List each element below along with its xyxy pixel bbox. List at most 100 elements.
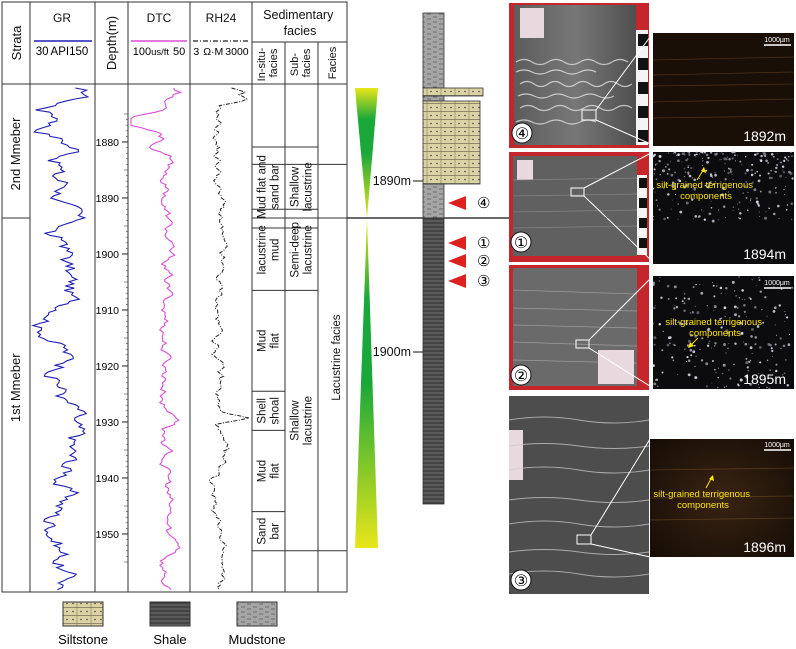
silt-grain [714,342,717,345]
silt-grain [725,313,727,314]
gr-curve [31,87,90,591]
silt-grain [681,300,684,303]
depth-label-1895: 1895m [743,371,786,387]
insitu-facies-label: Mudflat [257,460,282,482]
silt-grain [751,181,754,184]
silt-grain [758,345,762,349]
depth-tick-label: 1880 [96,137,120,149]
insitu-facies-label: Mudflat [257,330,282,352]
silt-grain [664,165,667,168]
silt-grain [756,325,760,328]
silt-grain [653,306,656,310]
silt-grain [755,200,759,204]
silt-grain [712,284,715,287]
silt-grain [745,316,747,318]
header-insitu: In-situ- facies [256,45,280,82]
silt-grain [672,184,675,188]
silt-grain [715,285,718,287]
silt-grain [706,344,710,348]
silt-grain [683,176,686,178]
depth-label-1896: 1896m [743,539,786,555]
silt-grain [695,151,698,154]
silt-grain [726,156,729,159]
silt-grain [728,343,730,345]
silt-grain [653,336,657,340]
silt-grain [705,385,708,388]
silt-grain [674,188,677,191]
depth-label-1894: 1894m [743,246,786,262]
silt-grain [759,215,761,218]
silt-grain [683,152,685,154]
silt-grain [684,293,686,295]
silt-grain [695,153,698,156]
silt-grain [687,339,691,343]
silt-grain [769,369,771,371]
silt-grain [739,160,742,163]
silt-grain [687,359,691,363]
silt-grain [662,186,665,189]
silt-grain [673,344,676,347]
silt-grain [705,362,709,366]
header-insitu-2: facies [268,48,280,77]
silt-grain [718,367,720,369]
silt-grain [654,191,656,193]
silt-grain [677,153,680,156]
silt-grain [736,155,738,157]
silt-grain [772,356,774,357]
silt-grain [656,163,658,165]
silt-grain [733,363,735,366]
silt-grain [772,371,774,373]
depth-tick-label: 1900 [96,249,120,261]
silt-grain [757,372,760,375]
sample-markers: ④ ① ② ③ [448,195,490,290]
silt-grain [775,163,779,167]
silt-grain [750,200,752,202]
silt-grain [720,317,723,320]
silt-grain [672,184,674,185]
silt-grain [749,382,753,386]
silt-grain [728,191,730,193]
silt-grain [687,171,690,174]
silt-grain [771,349,774,353]
silt-grain [730,170,731,172]
depth-tick-label: 1910 [96,305,120,317]
silt-grain [731,157,734,160]
silt-grain [775,187,777,189]
transgressive-triangle [355,218,378,548]
silt-grain [652,364,656,367]
silt-grain [751,327,754,331]
silt-grain [745,361,749,365]
silt-grain [685,201,689,205]
legend-label-shale: Shale [153,632,186,647]
silt-grain [742,192,744,194]
silt-grain [653,168,656,171]
silt-grain [748,360,751,363]
silt-grain [713,305,717,309]
silt-grain [707,327,711,331]
silt-grain [687,166,689,169]
silt-grain [717,376,719,379]
silt-grain [700,291,704,295]
silt-grain [666,163,669,166]
silt-grain [693,178,696,182]
silt-grain [713,368,716,371]
silt-grain [658,322,662,326]
silt-grain [672,152,674,154]
silt-grain [741,164,743,166]
silt-grain [710,206,713,209]
marker-arrow-2 [448,254,466,268]
silt-grain [679,210,683,214]
silt-grain [692,167,694,169]
silt-grain [725,385,727,387]
silt-grain [687,297,691,301]
silt-grain [652,281,655,285]
photo-marker-3: ③ [514,573,528,590]
silt-grain [744,342,748,346]
silt-grain [691,311,694,313]
silt-grain [729,317,731,319]
silt-grain [709,151,713,154]
thin-section-1894: silt-grained terrigenous components 1894… [652,150,795,264]
silt-grain [714,172,717,174]
silt-grain [656,385,659,388]
